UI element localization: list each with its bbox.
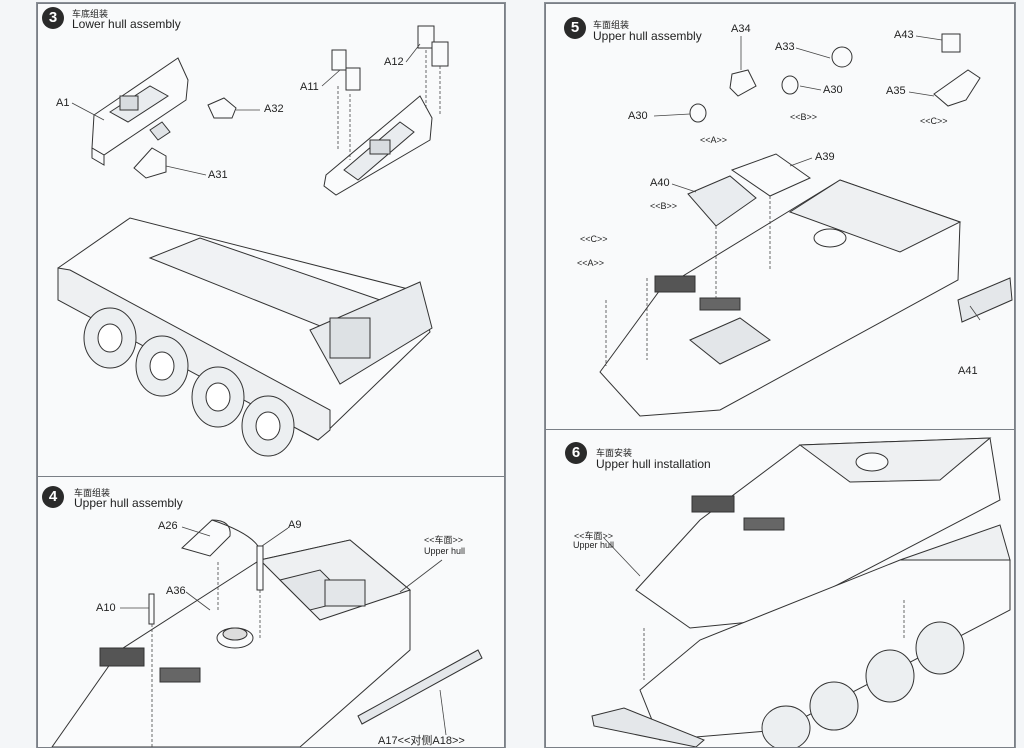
step-5-title-cn: 车面组装 xyxy=(593,21,630,31)
step4-upper-hull xyxy=(52,540,410,747)
step-6-title-cn: 车面安装 xyxy=(596,449,633,459)
label-a40: A40 xyxy=(650,177,670,189)
part-a30-a xyxy=(690,104,706,122)
part-rear-door xyxy=(324,96,432,195)
label-upper-hull-en-6: Upper hull xyxy=(573,540,615,550)
label-a11: A11 xyxy=(300,81,319,93)
label-group-b: <<B>> xyxy=(790,112,818,122)
part-a39 xyxy=(732,154,810,196)
step-4-title-cn: 车面组装 xyxy=(74,489,111,499)
label-a39: A39 xyxy=(815,151,835,163)
step5-upper-hull xyxy=(600,180,960,416)
part-a26 xyxy=(182,520,258,556)
label-upper-hull-cn-6: <<车面>> xyxy=(574,531,614,541)
step-5-number: 5 xyxy=(564,17,586,39)
label-a1: A1 xyxy=(56,97,70,109)
label-group-a: <<A>> xyxy=(700,135,728,145)
label-a35: A35 xyxy=(886,85,906,97)
step6-wheels xyxy=(762,622,964,747)
step-3-number: 3 xyxy=(42,7,64,29)
label-a12: A12 xyxy=(384,56,404,68)
label-upper-hull-cn: <<车面>> xyxy=(424,535,464,545)
part-a34 xyxy=(730,70,756,96)
label-a36: A36 xyxy=(166,585,186,597)
label-a26: A26 xyxy=(158,520,178,532)
step-4-number: 4 xyxy=(42,486,64,508)
label-a30-b: A30 xyxy=(823,84,843,96)
part-a43 xyxy=(942,34,960,52)
label-upper-hull-en: Upper hull xyxy=(424,546,466,556)
part-a32 xyxy=(208,98,236,118)
label-a30-a: A30 xyxy=(628,110,648,122)
label-a41: A41 xyxy=(958,365,978,377)
label-a17: A17<<对侧A18>> xyxy=(378,735,465,747)
part-a9 xyxy=(257,546,263,590)
part-a41 xyxy=(958,278,1012,322)
label-a31: A31 xyxy=(208,169,228,181)
part-a12 xyxy=(418,26,448,66)
label-a32: A32 xyxy=(264,103,284,115)
part-a33 xyxy=(832,47,852,67)
part-a17-rail xyxy=(358,650,482,724)
step-5-title-en: Upper hull assembly xyxy=(593,29,702,43)
part-a30-b xyxy=(782,76,798,94)
part-a11 xyxy=(332,50,360,90)
label-a33: A33 xyxy=(775,41,795,53)
part-a35 xyxy=(934,70,980,106)
step-3-title-cn: 车底组装 xyxy=(72,10,109,20)
label-ref-a: <<A>> xyxy=(577,258,605,268)
step-3-title-en: Lower hull assembly xyxy=(72,17,181,31)
step3-wheels xyxy=(84,308,294,456)
part-a1-panel xyxy=(92,58,188,165)
part-a40 xyxy=(688,176,756,226)
step-6-title-en: Upper hull installation xyxy=(596,457,711,471)
step-6-number: 6 xyxy=(565,442,587,464)
part-a31 xyxy=(134,148,166,178)
label-a10: A10 xyxy=(96,602,116,614)
label-group-c: <<C>> xyxy=(920,116,948,126)
step6-upper-hull xyxy=(636,438,1000,628)
label-ref-c: <<C>> xyxy=(580,234,608,244)
label-a34: A34 xyxy=(731,23,751,35)
part-a10 xyxy=(149,594,154,624)
step-4-title-en: Upper hull assembly xyxy=(74,496,183,510)
label-ref-b: <<B>> xyxy=(650,201,678,211)
label-a43: A43 xyxy=(894,29,914,41)
step6-side-rail xyxy=(592,708,704,747)
label-a9: A9 xyxy=(288,519,302,531)
